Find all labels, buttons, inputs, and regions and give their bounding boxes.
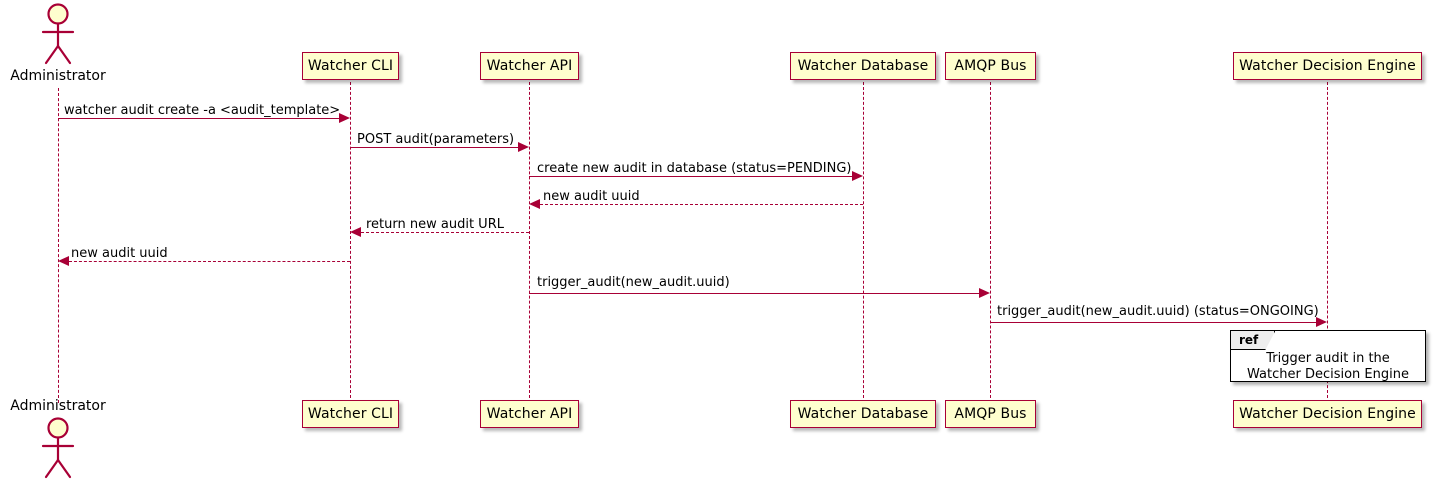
message-7-arrowhead [979, 288, 990, 298]
message-1-arrowhead [339, 113, 350, 123]
message-5-label: return new audit URL [366, 217, 504, 232]
message-4-arrowhead [529, 199, 540, 209]
message-7-line [529, 293, 979, 294]
message-3-arrowhead [852, 171, 863, 181]
participant-watcher-database-bottom[interactable]: Watcher Database [790, 400, 936, 428]
message-6-label: new audit uuid [71, 246, 168, 261]
message-1-label: watcher audit create -a <audit_template> [64, 103, 341, 118]
participant-watcher-database-bottom-label: Watcher Database [797, 406, 929, 422]
participant-watcher-cli-bottom-label: Watcher CLI [307, 406, 394, 422]
message-2-line [350, 147, 518, 148]
ref-fragment-line-2: Watcher Decision Engine [1247, 367, 1409, 382]
actor-administrator-bottom-label: Administrator [10, 398, 106, 414]
participant-amqp-bus-bottom-label: AMQP Bus [954, 406, 1027, 422]
message-8-arrowhead [1316, 317, 1327, 327]
participant-amqp-bus-bottom[interactable]: AMQP Bus [945, 400, 1036, 428]
message-6-arrowhead [58, 256, 69, 266]
participant-watcher-cli-top-label: Watcher CLI [307, 58, 394, 74]
participant-watcher-cli-bottom[interactable]: Watcher CLI [302, 400, 399, 428]
lifeline-watcher-database [863, 82, 864, 398]
actor-administrator-top-label: Administrator [10, 68, 106, 84]
participant-watcher-api-bottom[interactable]: Watcher API [480, 400, 579, 428]
lifeline-amqp-bus [990, 82, 991, 398]
actor-figure-icon [41, 417, 75, 479]
lifeline-admin [58, 88, 59, 403]
ref-fragment-tab-label: ref [1231, 331, 1275, 350]
actor-administrator-top [30, 2, 86, 66]
message-5-line [361, 232, 529, 233]
participant-watcher-decision-engine-bottom[interactable]: Watcher Decision Engine [1233, 400, 1422, 428]
actor-administrator-bottom [30, 416, 86, 480]
participant-watcher-cli-top[interactable]: Watcher CLI [302, 52, 399, 80]
message-5-arrowhead [350, 227, 361, 237]
message-2-label: POST audit(parameters) [357, 132, 515, 147]
message-4-line [540, 204, 863, 205]
participant-watcher-database-top-label: Watcher Database [797, 58, 929, 74]
participant-watcher-api-top-label: Watcher API [486, 58, 573, 74]
lifeline-watcher-api [529, 82, 530, 398]
message-3-line [529, 176, 852, 177]
message-1-line [58, 118, 339, 119]
participant-watcher-api-bottom-label: Watcher API [486, 406, 573, 422]
participant-watcher-database-top[interactable]: Watcher Database [790, 52, 936, 80]
message-8-line [990, 322, 1316, 323]
participant-amqp-bus-top-label: AMQP Bus [954, 58, 1027, 74]
message-8-label: trigger_audit(new_audit.uuid) (status=ON… [997, 304, 1319, 319]
participant-watcher-decision-engine-bottom-label: Watcher Decision Engine [1239, 406, 1416, 422]
lifeline-watcher-cli [350, 82, 351, 398]
actor-figure-icon [41, 3, 75, 65]
participant-watcher-api-top[interactable]: Watcher API [480, 52, 579, 80]
message-6-line [69, 261, 350, 262]
ref-fragment-line-1: Trigger audit in the [1266, 351, 1390, 366]
message-7-label: trigger_audit(new_audit.uuid) [537, 275, 730, 290]
message-2-arrowhead [518, 142, 529, 152]
message-4-label: new audit uuid [543, 189, 640, 204]
ref-fragment-body: Trigger audit in the Watcher Decision En… [1231, 351, 1425, 383]
message-3-label: create new audit in database (status=PEN… [537, 161, 852, 176]
lifeline-watcher-decision-engine [1327, 82, 1328, 398]
participant-watcher-decision-engine-top[interactable]: Watcher Decision Engine [1233, 52, 1422, 80]
ref-fragment-trigger-audit: ref Trigger audit in the Watcher Decisio… [1230, 330, 1426, 382]
participant-amqp-bus-top[interactable]: AMQP Bus [945, 52, 1036, 80]
participant-watcher-decision-engine-top-label: Watcher Decision Engine [1239, 58, 1416, 74]
